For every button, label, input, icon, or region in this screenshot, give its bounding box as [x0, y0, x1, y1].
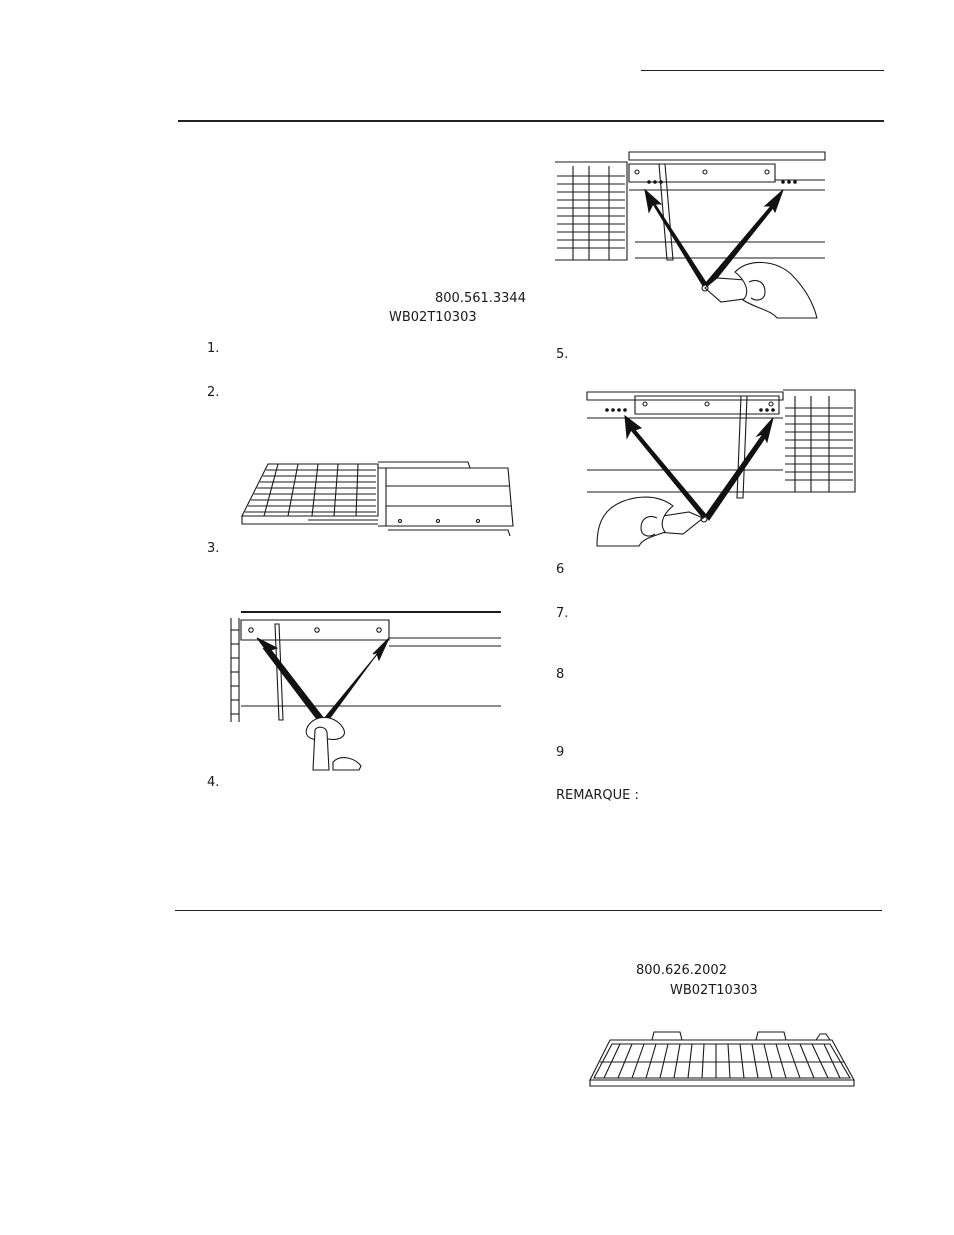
- section-divider-rule: [175, 910, 882, 911]
- oven-rack-illustration: [589, 1031, 855, 1087]
- lubricant-right-rail-illustration: [586, 389, 856, 547]
- header-short-rule: [641, 70, 884, 71]
- lubricant-left-rail-illustration: [555, 151, 826, 319]
- step-7-number: 7.: [556, 606, 569, 621]
- part-number-1: WB02T10303: [389, 310, 477, 325]
- step-5-number: 5.: [556, 347, 569, 362]
- part-number-2: WB02T10303: [670, 983, 758, 998]
- step-1-number: 1.: [207, 341, 220, 356]
- step-6-number: 6: [556, 562, 565, 577]
- phone-number-2: 800.626.2002: [636, 963, 727, 978]
- wipe-rails-illustration: [230, 611, 501, 771]
- shelf-removal-illustration: [241, 461, 514, 537]
- step-2-number: 2.: [207, 385, 220, 400]
- section-top-rule: [178, 120, 884, 122]
- note-label: REMARQUE :: [556, 788, 639, 803]
- step-3-number: 3.: [207, 541, 220, 556]
- step-9-number: 9: [556, 745, 565, 760]
- phone-number-1: 800.561.3344: [435, 291, 526, 306]
- step-4-number: 4.: [207, 775, 220, 790]
- step-8-number: 8: [556, 667, 565, 682]
